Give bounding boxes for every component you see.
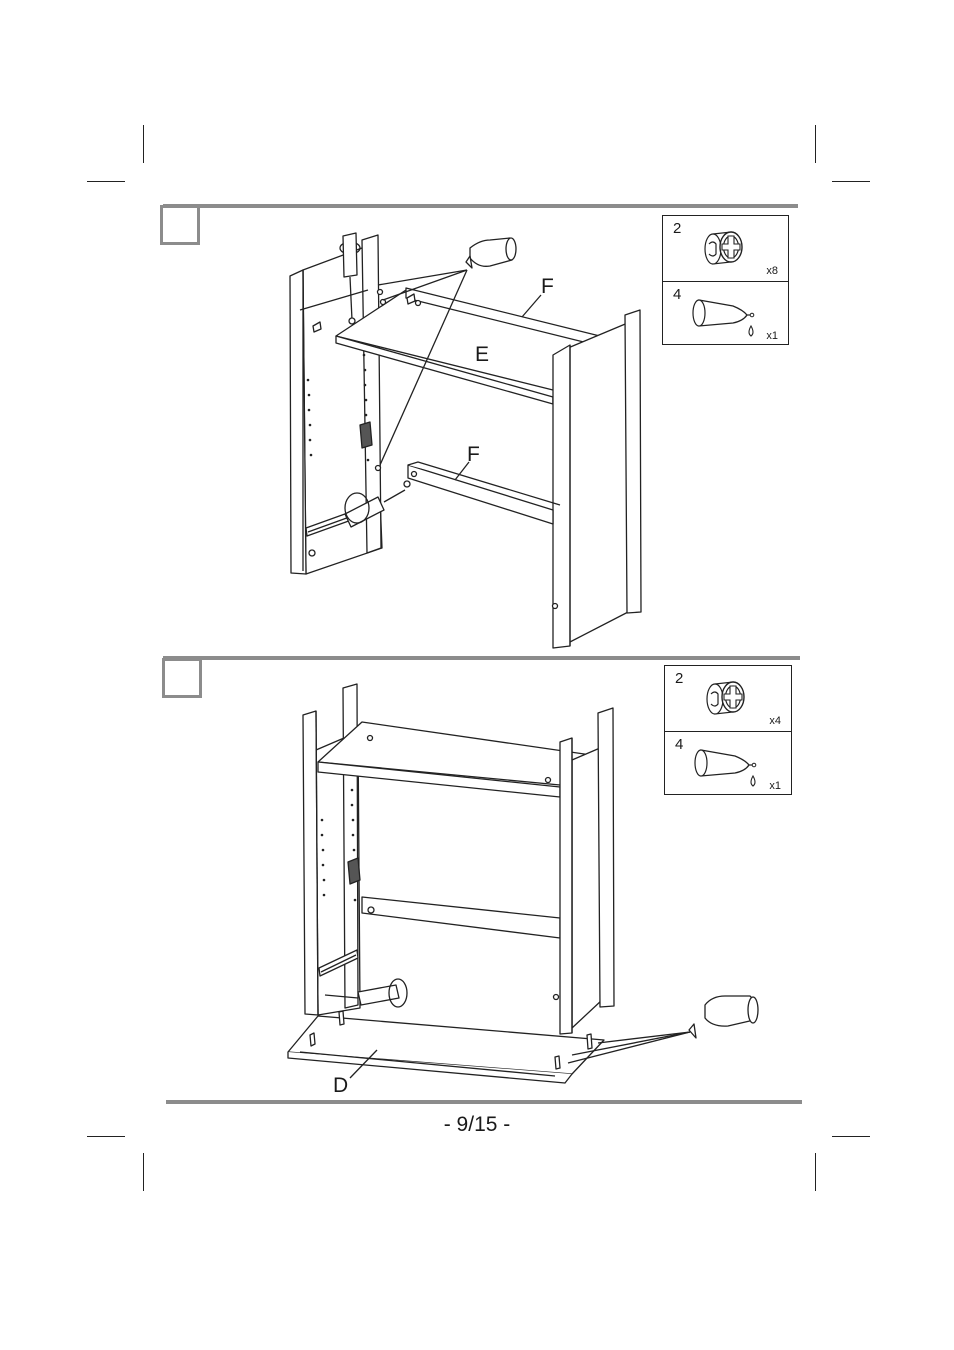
crop-mark	[87, 1136, 125, 1137]
part-number: 2	[675, 670, 684, 687]
glue-bottle-icon	[692, 299, 755, 337]
page-number: - 9/15 -	[443, 1113, 511, 1136]
part-number: 4	[675, 736, 684, 753]
crop-mark	[832, 1136, 870, 1137]
crop-mark	[143, 125, 144, 163]
label-rail-f-bottom: F	[467, 443, 480, 466]
part-quantity: x8	[766, 265, 778, 277]
part-quantity: x1	[766, 330, 778, 342]
part-glue-bottle: 4 x1	[665, 731, 791, 796]
step-2-parts-box: 2 x4 4 x1	[664, 665, 792, 795]
part-quantity: x1	[769, 780, 781, 792]
step-1-header-rule	[163, 204, 798, 208]
cam-lock-icon	[706, 681, 745, 715]
step-1-number-box	[160, 205, 200, 245]
step-2-header-rule	[163, 656, 800, 660]
crop-mark	[815, 1153, 816, 1191]
footer-rule	[166, 1100, 802, 1104]
label-shelf-e: E	[475, 343, 490, 366]
part-number: 2	[673, 220, 682, 237]
label-rail-f-top: F	[541, 275, 554, 298]
part-quantity: x4	[769, 715, 781, 727]
crop-mark	[815, 125, 816, 163]
step-2-number-box	[162, 658, 202, 698]
part-cam-lock: 2 x4	[665, 666, 791, 731]
glue-bottle-icon	[694, 749, 757, 787]
crop-mark	[832, 181, 870, 182]
step-1-parts-box: 2 x8 4 x1	[662, 215, 789, 345]
part-cam-lock: 2 x8	[663, 216, 788, 281]
cam-lock-icon	[704, 231, 743, 265]
crop-mark	[87, 181, 125, 182]
crop-mark	[143, 1153, 144, 1191]
part-glue-bottle: 4 x1	[663, 281, 788, 346]
part-number: 4	[673, 286, 682, 303]
label-base-panel-d: D	[333, 1074, 349, 1097]
